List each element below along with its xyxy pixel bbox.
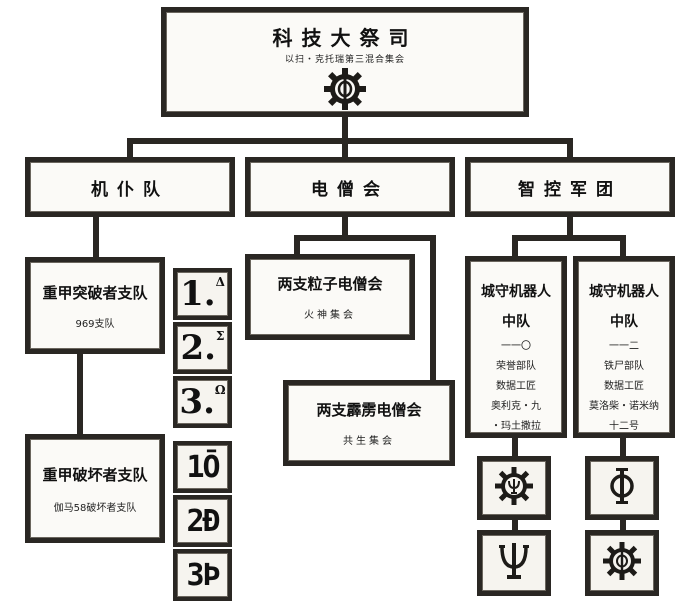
unit-title-2: 中队 bbox=[610, 314, 638, 330]
division-title: 智控军团 bbox=[518, 179, 622, 200]
unit-line: 荣誉部队 bbox=[496, 361, 536, 372]
unit-robot-b: 城守机器人 中队 一一二 铁尸部队 数据工匠 莫洛柴・诺米纳 十二号 bbox=[573, 256, 675, 438]
unit-line: 铁尸部队 bbox=[604, 361, 644, 372]
unit-title: 两支霹雳电僧会 bbox=[316, 401, 422, 419]
unit-title: 重甲突破者支队 bbox=[42, 283, 148, 302]
cog-mechanicus-icon bbox=[324, 68, 366, 114]
unit-subtitle: 共生集会 bbox=[343, 436, 395, 447]
unit-two-particle: 两支粒子电僧会 火神集会 bbox=[245, 254, 415, 340]
unit-two-thunder: 两支霹雳电僧会 共生集会 bbox=[283, 380, 455, 466]
unit-heavy-destroyer: 重甲破坏者支队 伽马58破坏者支队 bbox=[25, 434, 165, 543]
cog-phi-icon bbox=[602, 541, 642, 585]
rune-glyph: 1Ō bbox=[186, 449, 220, 485]
rune-glyph: 3Þ bbox=[186, 557, 220, 593]
division-electro-priests: 电僧会 bbox=[245, 157, 455, 217]
division-servitors: 机仆队 bbox=[25, 157, 235, 217]
unit-line: 十二号 bbox=[609, 421, 639, 432]
number-tile-2: 2.Σ bbox=[173, 322, 232, 374]
unit-code: 一一〇 bbox=[501, 341, 531, 352]
unit-code: 一一二 bbox=[609, 341, 639, 352]
division-cybernetica: 智控军团 bbox=[465, 157, 675, 217]
icon-tile-a1 bbox=[477, 456, 551, 520]
number-tile-digit: 3. bbox=[179, 382, 215, 422]
rune-tile-2: 2Ð bbox=[173, 495, 232, 547]
phi-icon bbox=[605, 466, 639, 510]
unit-title: 城守机器人 bbox=[481, 284, 551, 300]
root-node: 科技大祭司 以扫・克托瑞第三混合集会 bbox=[161, 7, 529, 117]
unit-title: 重甲破坏者支队 bbox=[42, 465, 148, 484]
division-title: 电僧会 bbox=[311, 179, 389, 200]
unit-robot-a: 城守机器人 中队 一一〇 荣誉部队 数据工匠 奥利克・九 ・玛土撒拉 bbox=[465, 256, 567, 438]
icon-tile-b1 bbox=[585, 456, 659, 520]
unit-title: 城守机器人 bbox=[589, 284, 659, 300]
psi-icon bbox=[496, 541, 532, 585]
unit-line: ・玛土撒拉 bbox=[491, 421, 541, 432]
number-tile-symbol: Ω bbox=[214, 383, 226, 397]
rune-tile-1: 1Ō bbox=[173, 441, 232, 493]
number-tile-3: 3.Ω bbox=[173, 376, 232, 428]
number-tile-1: 1.Δ bbox=[173, 268, 232, 320]
cog-psi-icon bbox=[494, 466, 534, 510]
division-title: 机仆队 bbox=[91, 179, 169, 200]
number-tile-digit: 1. bbox=[180, 274, 216, 314]
unit-line: 莫洛柴・诺米纳 bbox=[589, 401, 659, 412]
unit-subtitle: 伽马58破坏者支队 bbox=[53, 502, 137, 514]
number-tile-symbol: Σ bbox=[216, 329, 225, 343]
unit-title-2: 中队 bbox=[502, 314, 530, 330]
unit-title: 两支粒子电僧会 bbox=[277, 275, 383, 293]
rune-tile-3: 3Þ bbox=[173, 549, 232, 601]
icon-tile-b2 bbox=[585, 530, 659, 596]
unit-line: 奥利克・九 bbox=[491, 401, 541, 412]
root-title: 科技大祭司 bbox=[272, 26, 418, 50]
unit-subtitle: 火神集会 bbox=[304, 310, 356, 321]
unit-heavy-breacher: 重甲突破者支队 969支队 bbox=[25, 257, 165, 354]
icon-tile-a2 bbox=[477, 530, 551, 596]
unit-line: 数据工匠 bbox=[496, 381, 536, 392]
number-tile-digit: 2. bbox=[180, 328, 217, 368]
unit-line: 数据工匠 bbox=[604, 381, 644, 392]
rune-glyph: 2Ð bbox=[186, 503, 220, 539]
number-tile-symbol: Δ bbox=[215, 275, 225, 289]
unit-subtitle: 969支队 bbox=[75, 318, 115, 330]
root-subtitle: 以扫・克托瑞第三混合集会 bbox=[284, 55, 405, 65]
